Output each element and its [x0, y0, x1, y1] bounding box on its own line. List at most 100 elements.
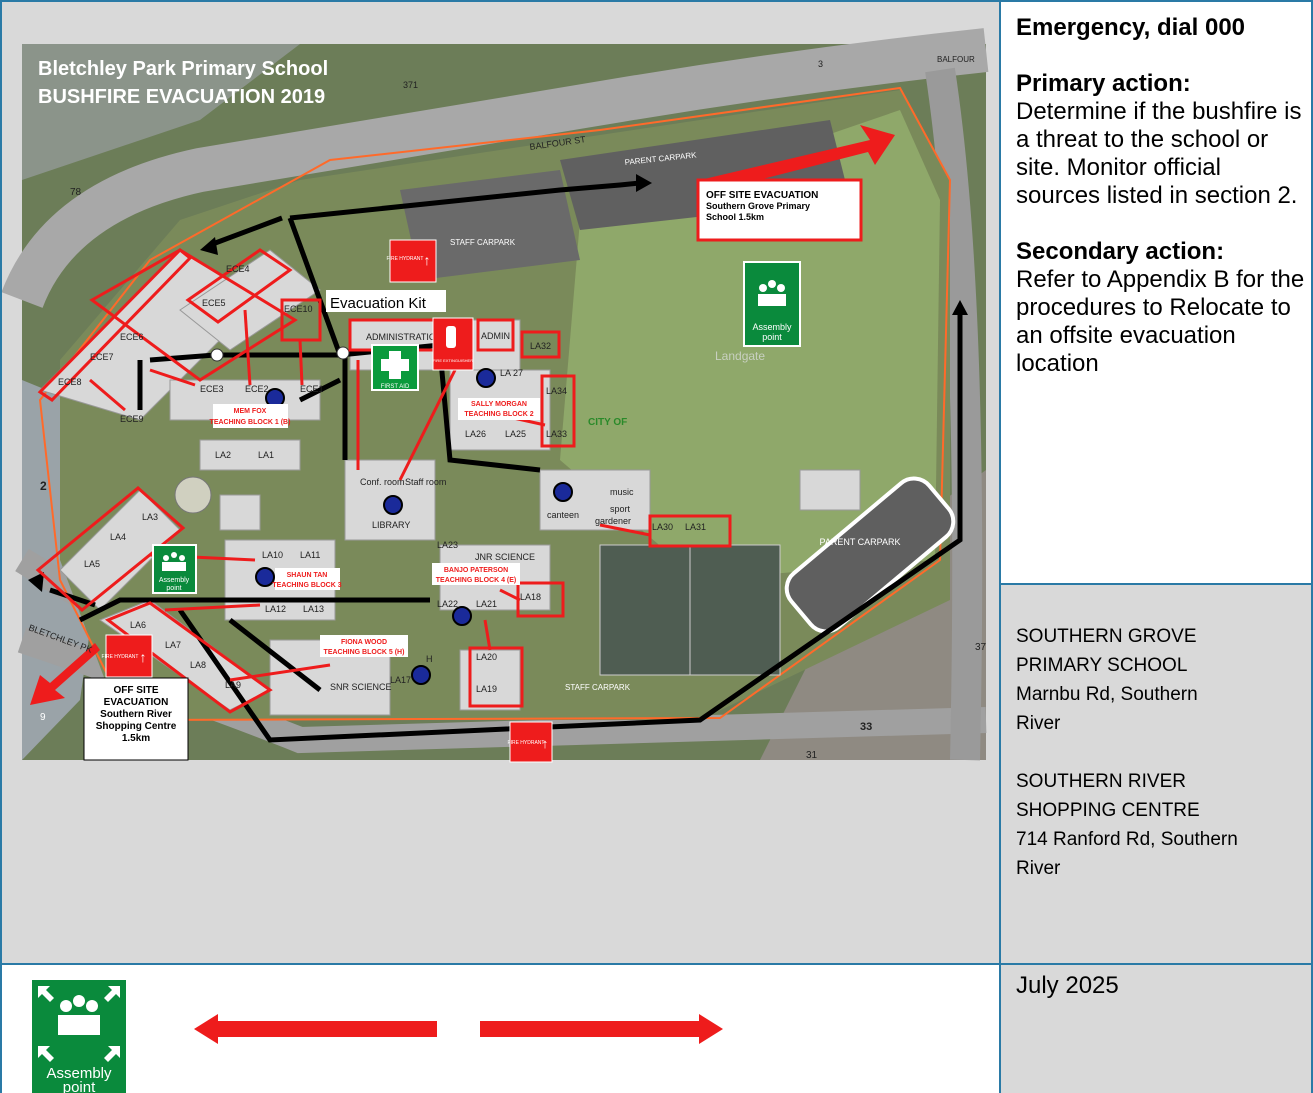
lot-37: 37 [975, 642, 987, 653]
room-music: music [610, 487, 634, 497]
route-arrowheads [28, 174, 968, 592]
room-la32: LA32 [530, 341, 551, 351]
block-sally: SALLY MORGAN [471, 401, 527, 408]
block-sally-sub: TEACHING BLOCK 2 [464, 411, 533, 418]
room-ece3: ECE3 [200, 384, 224, 394]
grid-line-footer [0, 963, 1313, 965]
water-tank [174, 476, 212, 514]
location-1-address-line2: River [1016, 713, 1061, 734]
room-la4: LA4 [110, 532, 126, 542]
room-outlines [35, 247, 732, 714]
offsite-north-box: OFF SITE EVACUATION Southern Grove Prima… [696, 178, 863, 242]
block-shaun-sub: TEACHING BLOCK 3 [272, 582, 341, 589]
fire-hydrant-arrow-3: ↑ [542, 736, 549, 751]
room-la27: LA 27 [500, 368, 523, 378]
legend-assembly-line1: Assembly [46, 1065, 112, 1082]
room-la6: LA6 [130, 620, 146, 630]
room-la22: LA22 [437, 599, 458, 609]
room-gardener: gardener [595, 516, 631, 526]
fire-hydrant-label-2: FIRE HYDRANT [102, 654, 139, 660]
room-ece2: ECE2 [245, 384, 269, 394]
offsite-arrow-south [30, 643, 100, 705]
fire-hydrant-icon-1: FIRE HYDRANT ↑ [387, 239, 437, 283]
room-la11: LA11 [300, 550, 320, 560]
grid-line-left [0, 0, 2, 1093]
room-la5: LA5 [84, 559, 100, 569]
room-administration: ADMINISTRATION [366, 332, 442, 342]
first-aid-label: FIRST AID [381, 384, 410, 390]
room-la1: LA1 [258, 450, 274, 460]
room-la9: LA9 [225, 680, 241, 690]
offsite-south-line5: 1.5km [122, 733, 150, 744]
room-la17: LA17 [390, 675, 411, 685]
lot-31: 31 [806, 750, 818, 761]
staff-carpark-label: STAFF CARPARK [565, 683, 631, 692]
location-2-name-line2: SHOPPING CENTRE [1016, 800, 1200, 821]
lot-9: 9 [40, 712, 46, 723]
block-fiona-sub: TEACHING BLOCK 5 (H) [324, 649, 405, 656]
lot-78: 78 [70, 187, 82, 198]
offsite-arrow-north [700, 125, 895, 195]
room-la31: LA31 [685, 522, 706, 532]
evacuation-kit-box [326, 290, 446, 312]
lot-3: 3 [818, 59, 823, 69]
room-la20: LA20 [476, 652, 497, 662]
fire-hydrant-arrow-2: ↑ [140, 649, 147, 665]
parent-carpark-label-2: PARENT CARPARK [819, 537, 900, 547]
room-la12: LA12 [265, 604, 286, 614]
fire-extinguisher-label: FIRE EXTINGUISHER [433, 358, 473, 363]
legend-graphics: Assembly point [32, 980, 723, 1093]
assembly-point-legend-icon: Assembly point [32, 980, 126, 1093]
date-panel: July 2025 [1001, 964, 1313, 1093]
block-mem-fox-sub: TEACHING BLOCK 1 (B) [210, 419, 291, 426]
offsite-north-line2: Southern Grove Primary [706, 201, 810, 211]
assembly-map-2-line2: point [166, 585, 181, 592]
location-2-address-line1: 714 Ranford Rd, Southern [1016, 829, 1238, 850]
offsite-south-line2: EVACUATION [104, 697, 169, 708]
emergency-number: Emergency, dial 000 [1016, 14, 1246, 41]
room-conf: Conf. room [360, 477, 405, 487]
document-date: July 2025 [1016, 972, 1119, 999]
balfour-road [1, 28, 989, 309]
room-la26: LA26 [465, 429, 486, 439]
map-cell: PARENT CARPARK [0, 0, 1001, 964]
offsite-north-line1: OFF SITE EVACUATION [706, 190, 818, 201]
lot-371: 371 [403, 80, 418, 90]
offsite-south-line4: Shopping Centre [96, 721, 177, 732]
room-la7: LA7 [165, 640, 181, 650]
room-library: LIBRARY [372, 520, 410, 530]
grid-line-right [1311, 0, 1313, 1093]
offsite-north-line3: School 1.5km [706, 212, 764, 222]
staff-carpark-top [400, 170, 580, 280]
room-ece8: ECE8 [58, 377, 82, 387]
room-la13: LA13 [303, 604, 324, 614]
location-1-name-line1: SOUTHERN GROVE [1016, 626, 1197, 647]
room-ece5: ECE5 [202, 298, 226, 308]
offsite-south-line1: OFF SITE [114, 685, 159, 696]
room-la19: LA19 [476, 684, 497, 694]
fire-hydrant-arrow-1: ↑ [424, 252, 431, 268]
room-canteen: canteen [547, 510, 579, 520]
primary-action-heading: Primary action: [1016, 70, 1191, 97]
assembly-point-icon-map-1: Assembly point [743, 261, 801, 347]
grid-line-side-divider [1001, 583, 1313, 585]
room-jnr-science: JNR SCIENCE [475, 552, 535, 562]
map-title-line1: Bletchley Park Primary School [38, 58, 328, 80]
first-aid-icon: FIRST AID [371, 344, 419, 391]
block-fiona: FIONA WOOD [341, 639, 387, 646]
room-la33: LA33 [546, 429, 567, 439]
legend-assembly-line2: point [63, 1079, 96, 1093]
city-of-label: CITY OF [588, 417, 627, 428]
evacuation-map: PARENT CARPARK [1, 28, 989, 763]
staff-carpark-top-label: STAFF CARPARK [450, 238, 516, 247]
offsite-south-line3: Southern River [100, 709, 172, 720]
block-labels: MEM FOX TEACHING BLOCK 1 (B) SALLY MORGA… [210, 398, 540, 657]
room-h: H [426, 654, 433, 664]
room-ece6: ECE6 [120, 332, 144, 342]
legend-arrow-right [480, 1014, 723, 1044]
parent-carpark-pill: PARENT CARPARK [784, 476, 956, 634]
room-la23: LA23 [437, 540, 458, 550]
evacuation-routes [49, 180, 963, 743]
secondary-action-heading: Secondary action: [1016, 238, 1225, 265]
watermark: Landgate [715, 349, 765, 363]
